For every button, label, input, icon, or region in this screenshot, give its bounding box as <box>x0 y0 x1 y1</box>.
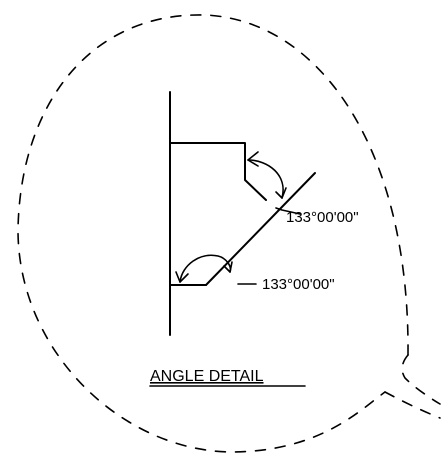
detail-callout-boundary <box>17 14 409 453</box>
detail-callout-tail <box>384 354 441 419</box>
inclined-line <box>205 172 316 286</box>
lower-arc-arrowhead <box>175 271 189 283</box>
upper-leader-line <box>275 207 301 215</box>
upper-arc-arrowhead <box>247 151 259 167</box>
detail-title: ANGLE DETAIL <box>150 368 264 385</box>
upper-angle-label: 133°00'00" <box>286 209 359 226</box>
upper-angle-arc <box>247 159 284 199</box>
upper-arc-arrowhead-end <box>275 187 287 199</box>
lower-arc-arrowhead-end <box>223 261 233 273</box>
lower-angle-arc <box>179 254 232 283</box>
upper-return-line <box>169 142 267 201</box>
lower-angle-label: 133°00'00" <box>262 276 335 293</box>
